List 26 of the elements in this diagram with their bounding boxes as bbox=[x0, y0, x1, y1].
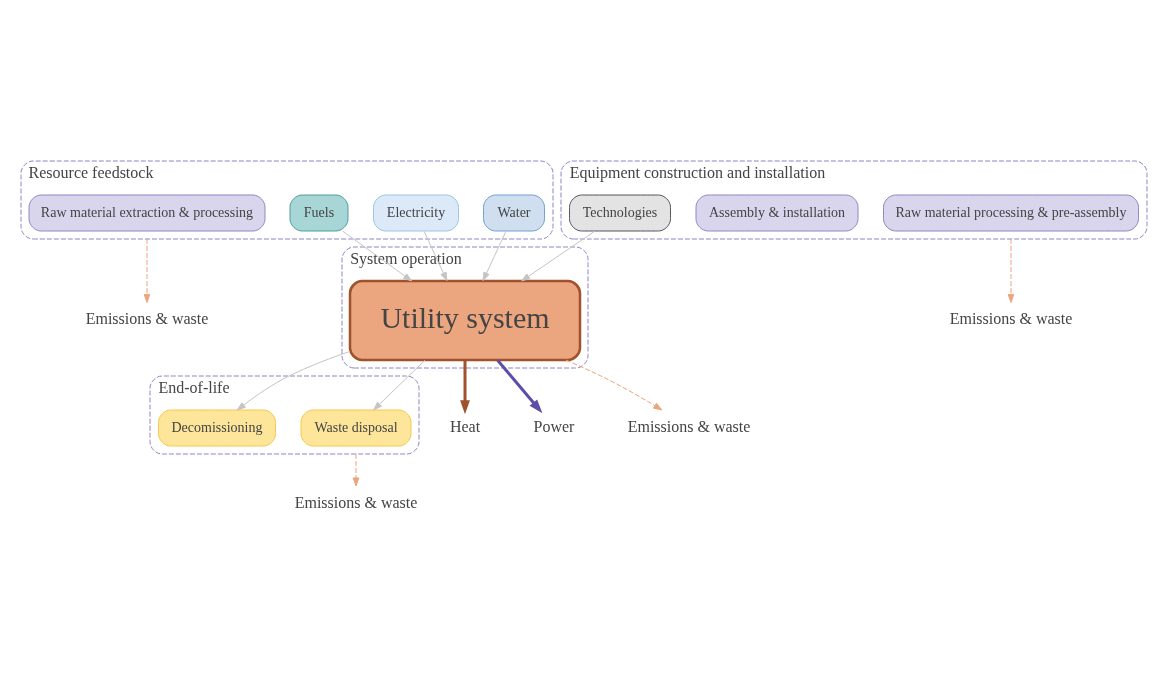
arrow bbox=[1007, 238, 1015, 303]
arrow bbox=[496, 358, 543, 413]
node-text: Heat bbox=[449, 417, 481, 435]
node-text: Emissions & waste bbox=[85, 309, 209, 327]
node-text: Emissions & waste bbox=[949, 309, 1073, 327]
arrow bbox=[236, 350, 351, 410]
node-box: Raw material extraction & processing bbox=[28, 194, 266, 231]
node-box: Utility system bbox=[348, 279, 582, 361]
node-text: Emissions & waste bbox=[294, 493, 418, 511]
arrow bbox=[482, 230, 507, 281]
node-text: Power bbox=[533, 417, 575, 435]
node-box: Technologies bbox=[569, 194, 671, 231]
arrow bbox=[352, 453, 360, 486]
node-box: Decomissioning bbox=[158, 409, 276, 446]
node-box: Assembly & installation bbox=[695, 194, 859, 231]
node-box: Water bbox=[483, 194, 545, 231]
arrow bbox=[521, 230, 596, 281]
arrow bbox=[460, 359, 470, 414]
node-box: Waste disposal bbox=[300, 409, 412, 446]
node-text: Emissions & waste bbox=[627, 417, 751, 435]
arrow bbox=[565, 359, 663, 410]
node-box: Fuels bbox=[289, 194, 349, 231]
node-box: Raw material processing & pre-assembly bbox=[883, 194, 1139, 231]
node-box: Electricity bbox=[373, 194, 459, 231]
arrow bbox=[373, 359, 426, 410]
arrow bbox=[143, 238, 151, 303]
